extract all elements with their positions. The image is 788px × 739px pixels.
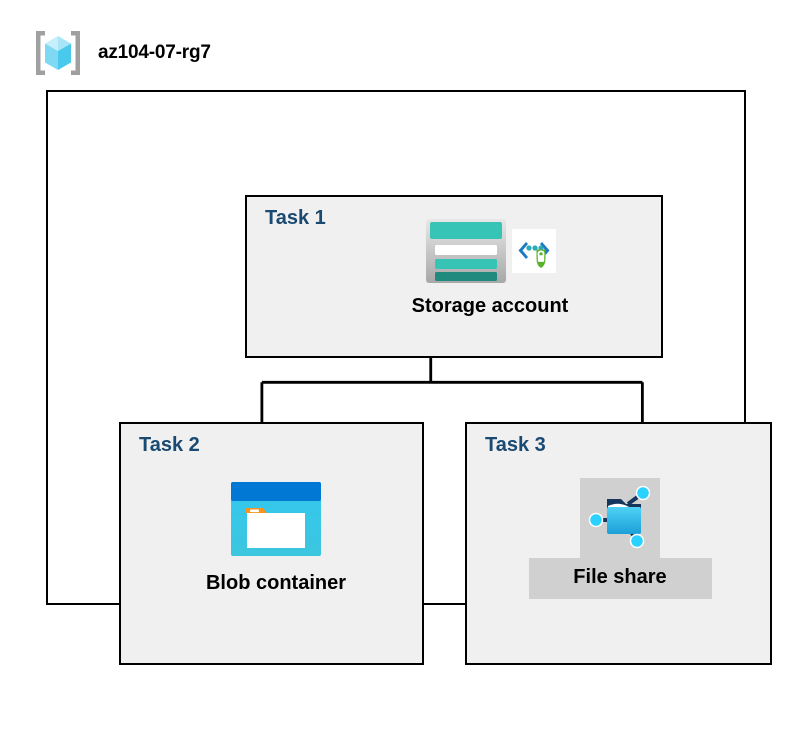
node-file-share[interactable]: File share [525,478,715,599]
task-1-label: Task 1 [265,207,326,229]
security-shield-lock-icon [512,229,556,273]
node-storage-account[interactable]: Storage account [395,213,585,318]
task-panel-2: Task 2 Blob container [119,422,424,665]
storage-account-caption: Storage account [411,295,569,317]
blob-container-caption: Blob container [205,572,346,594]
resource-group-header: az104-07-rg7 [32,28,211,78]
task-2-label: Task 2 [139,434,200,456]
file-share-icon-plate [580,478,660,558]
file-share-caption-plate: File share [528,558,712,599]
file-share-folder-icon [588,485,651,549]
storage-account-icon-row [424,213,556,289]
resource-group-container: Task 1 [46,90,772,665]
blob-container-icon [231,482,321,556]
task-panel-1: Task 1 [245,195,663,358]
file-share-caption: File share [573,566,667,588]
task-panel-3: Task 3 [465,422,772,665]
storage-account-icon [426,219,506,283]
resource-group-name: az104-07-rg7 [98,42,211,63]
node-blob-container[interactable]: Blob container [191,480,361,595]
resource-group-cube-icon [36,31,80,75]
task-3-label: Task 3 [485,434,546,456]
